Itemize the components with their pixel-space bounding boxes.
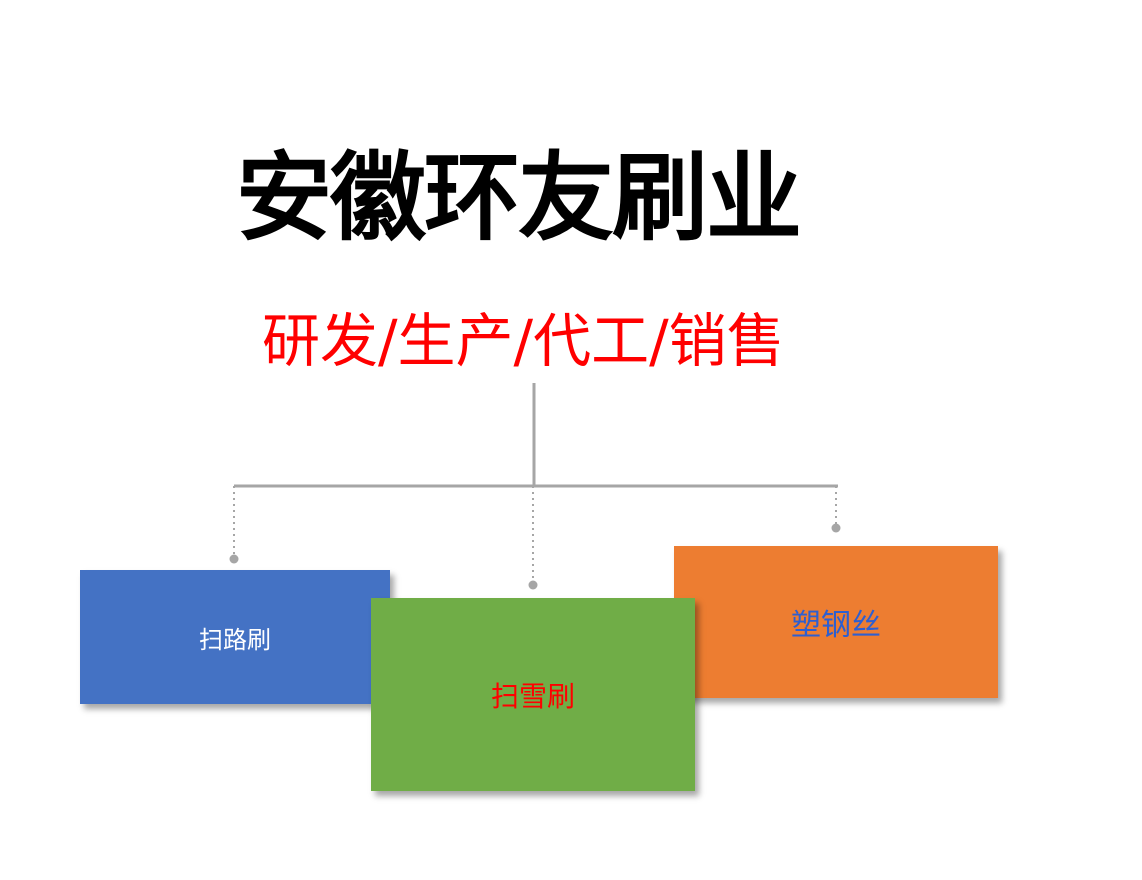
box-plastic-steel-wire-label: 塑钢丝 xyxy=(791,608,881,643)
company-title: 安徽环友刷业 xyxy=(236,142,802,254)
right-connector-dot xyxy=(831,523,841,533)
left-connector-dot xyxy=(229,554,239,564)
box-street-brush-label: 扫路刷 xyxy=(199,625,271,654)
business-scope-subtitle: 研发/生产/代工/销售 xyxy=(262,307,785,375)
box-plastic-steel-wire: 塑钢丝 xyxy=(674,546,998,698)
box-snow-brush: 扫雪刷 xyxy=(371,598,695,791)
box-street-brush: 扫路刷 xyxy=(80,570,390,704)
box-snow-brush-label: 扫雪刷 xyxy=(490,679,575,713)
center-connector-dot xyxy=(528,580,538,590)
